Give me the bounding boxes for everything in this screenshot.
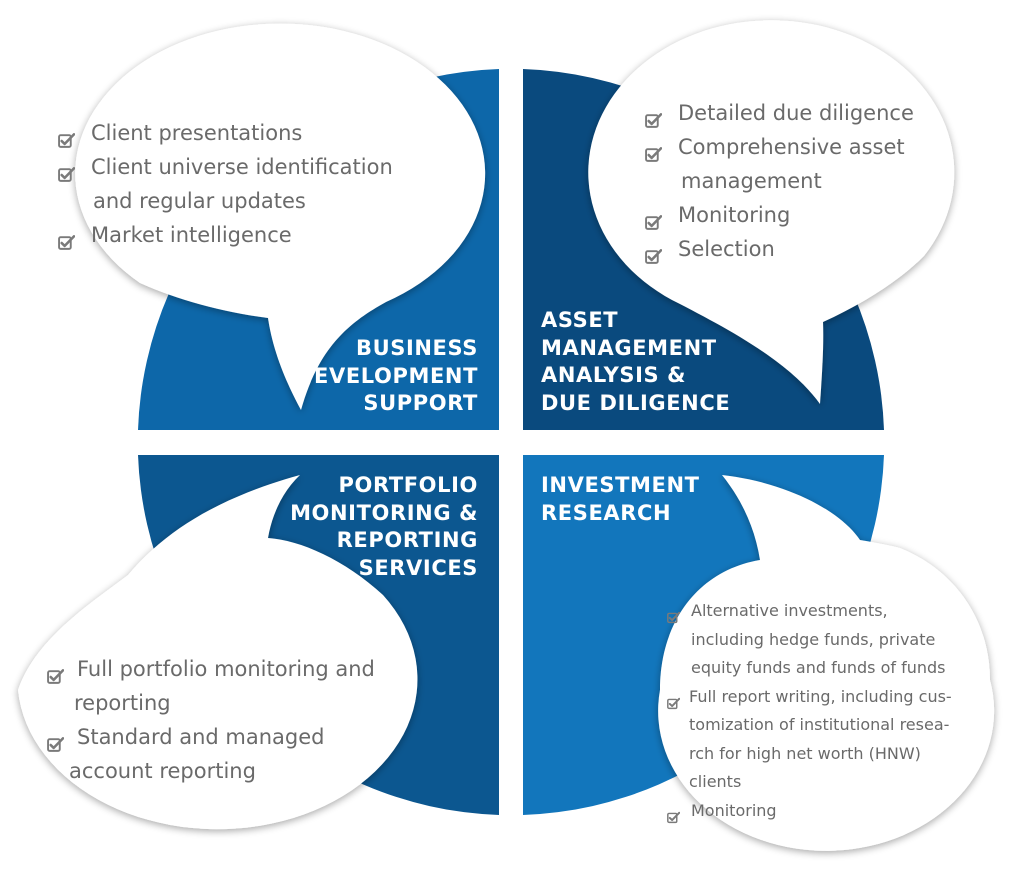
list-item-line: Monitoring [678,203,791,227]
title-business-development: BUSINESS DEVELOPMENT SUPPORT [296,335,478,418]
title-line: ASSET [541,308,619,332]
title-line: RESEARCH [541,500,672,525]
title-line: ANALYSIS & [541,363,687,387]
checkbox-icon [58,159,76,193]
checkbox-icon [645,207,663,241]
list-item-line: Client universe identification [91,155,393,179]
title-line: SERVICES [358,555,478,580]
list-item: Alternative investments, including hedge… [667,597,952,683]
list-investment-research: Alternative investments, including hedge… [667,597,952,825]
list-item-line: Market intelligence [91,223,292,247]
list-item-line: Alternative investments, [691,601,888,620]
checkbox-icon [667,691,681,720]
bubble-investment-research [658,475,995,851]
list-item-line: Client presentations [91,121,303,145]
title-portfolio-monitoring: PORTFOLIO MONITORING & REPORTING SERVICE… [290,472,478,582]
list-portfolio-monitoring: Full portfolio monitoring and reporting … [47,652,375,788]
list-item-line: including hedge funds, private [691,629,936,649]
title-line: BUSINESS [355,336,478,360]
list-item-line: equity funds and funds of funds [691,658,946,677]
list-item-line: Comprehensive asset [678,135,905,159]
list-item-line: tomization of institutional resea- [689,715,950,734]
title-line: MONITORING & [290,500,478,525]
list-item: Full report writing, including cus- tomi… [667,683,952,797]
bubble-business-development [75,23,486,410]
list-item-line: Detailed due diligence [678,101,914,125]
list-item-line: reporting [74,691,171,715]
checkbox-icon [47,729,65,763]
list-item: Detailed due diligence [645,96,914,130]
checkbox-icon [47,661,65,695]
list-item-line: Full portfolio monitoring and [77,657,375,681]
checkbox-icon [645,241,663,275]
bubble-asset-management [588,20,955,404]
list-item-line: and regular updates [93,189,306,213]
list-item-line: Standard and managed [77,725,325,749]
list-item-line: clients [689,772,742,791]
list-item-line: Full report writing, including cus- [689,686,952,706]
checkbox-icon [645,139,663,173]
title-line: MANAGEMENT [541,335,717,360]
list-asset-management: Detailed due diligence Comprehensive ass… [645,96,914,266]
checkbox-icon [667,805,681,834]
checkbox-icon [667,605,681,634]
title-line: SUPPORT [363,391,478,415]
title-line: DEVELOPMENT [296,363,478,388]
list-item: Client presentations [58,116,393,150]
list-item: Client universe identification and regul… [58,150,393,218]
checkbox-icon [58,125,76,159]
title-asset-management: ASSET MANAGEMENT ANALYSIS & DUE DILIGENC… [541,307,730,417]
title-line: PORTFOLIO [338,473,478,497]
list-item: Monitoring [667,797,952,826]
list-item: Standard and managed account reporting [47,720,375,788]
list-item-line: management [681,169,822,193]
list-business-development: Client presentations Client universe ide… [58,116,393,252]
list-item: Market intelligence [58,218,393,252]
checkbox-icon [58,227,76,261]
list-item-line: Monitoring [691,800,777,820]
title-line: INVESTMENT [541,473,700,497]
title-line: REPORTING [336,528,478,552]
list-item-line: account reporting [69,759,256,783]
title-investment-research: INVESTMENT RESEARCH [541,472,700,527]
checkbox-icon [645,105,663,139]
title-line: DUE DILIGENCE [541,390,731,415]
list-item-line: Selection [678,237,775,261]
list-item-line: rch for high net worth (HNW) [689,743,921,763]
list-item: Comprehensive asset management [645,130,914,198]
list-item: Selection [645,232,914,266]
list-item: Monitoring [645,198,914,232]
list-item: Full portfolio monitoring and reporting [47,652,375,720]
bubble-portfolio-monitoring [18,475,418,830]
